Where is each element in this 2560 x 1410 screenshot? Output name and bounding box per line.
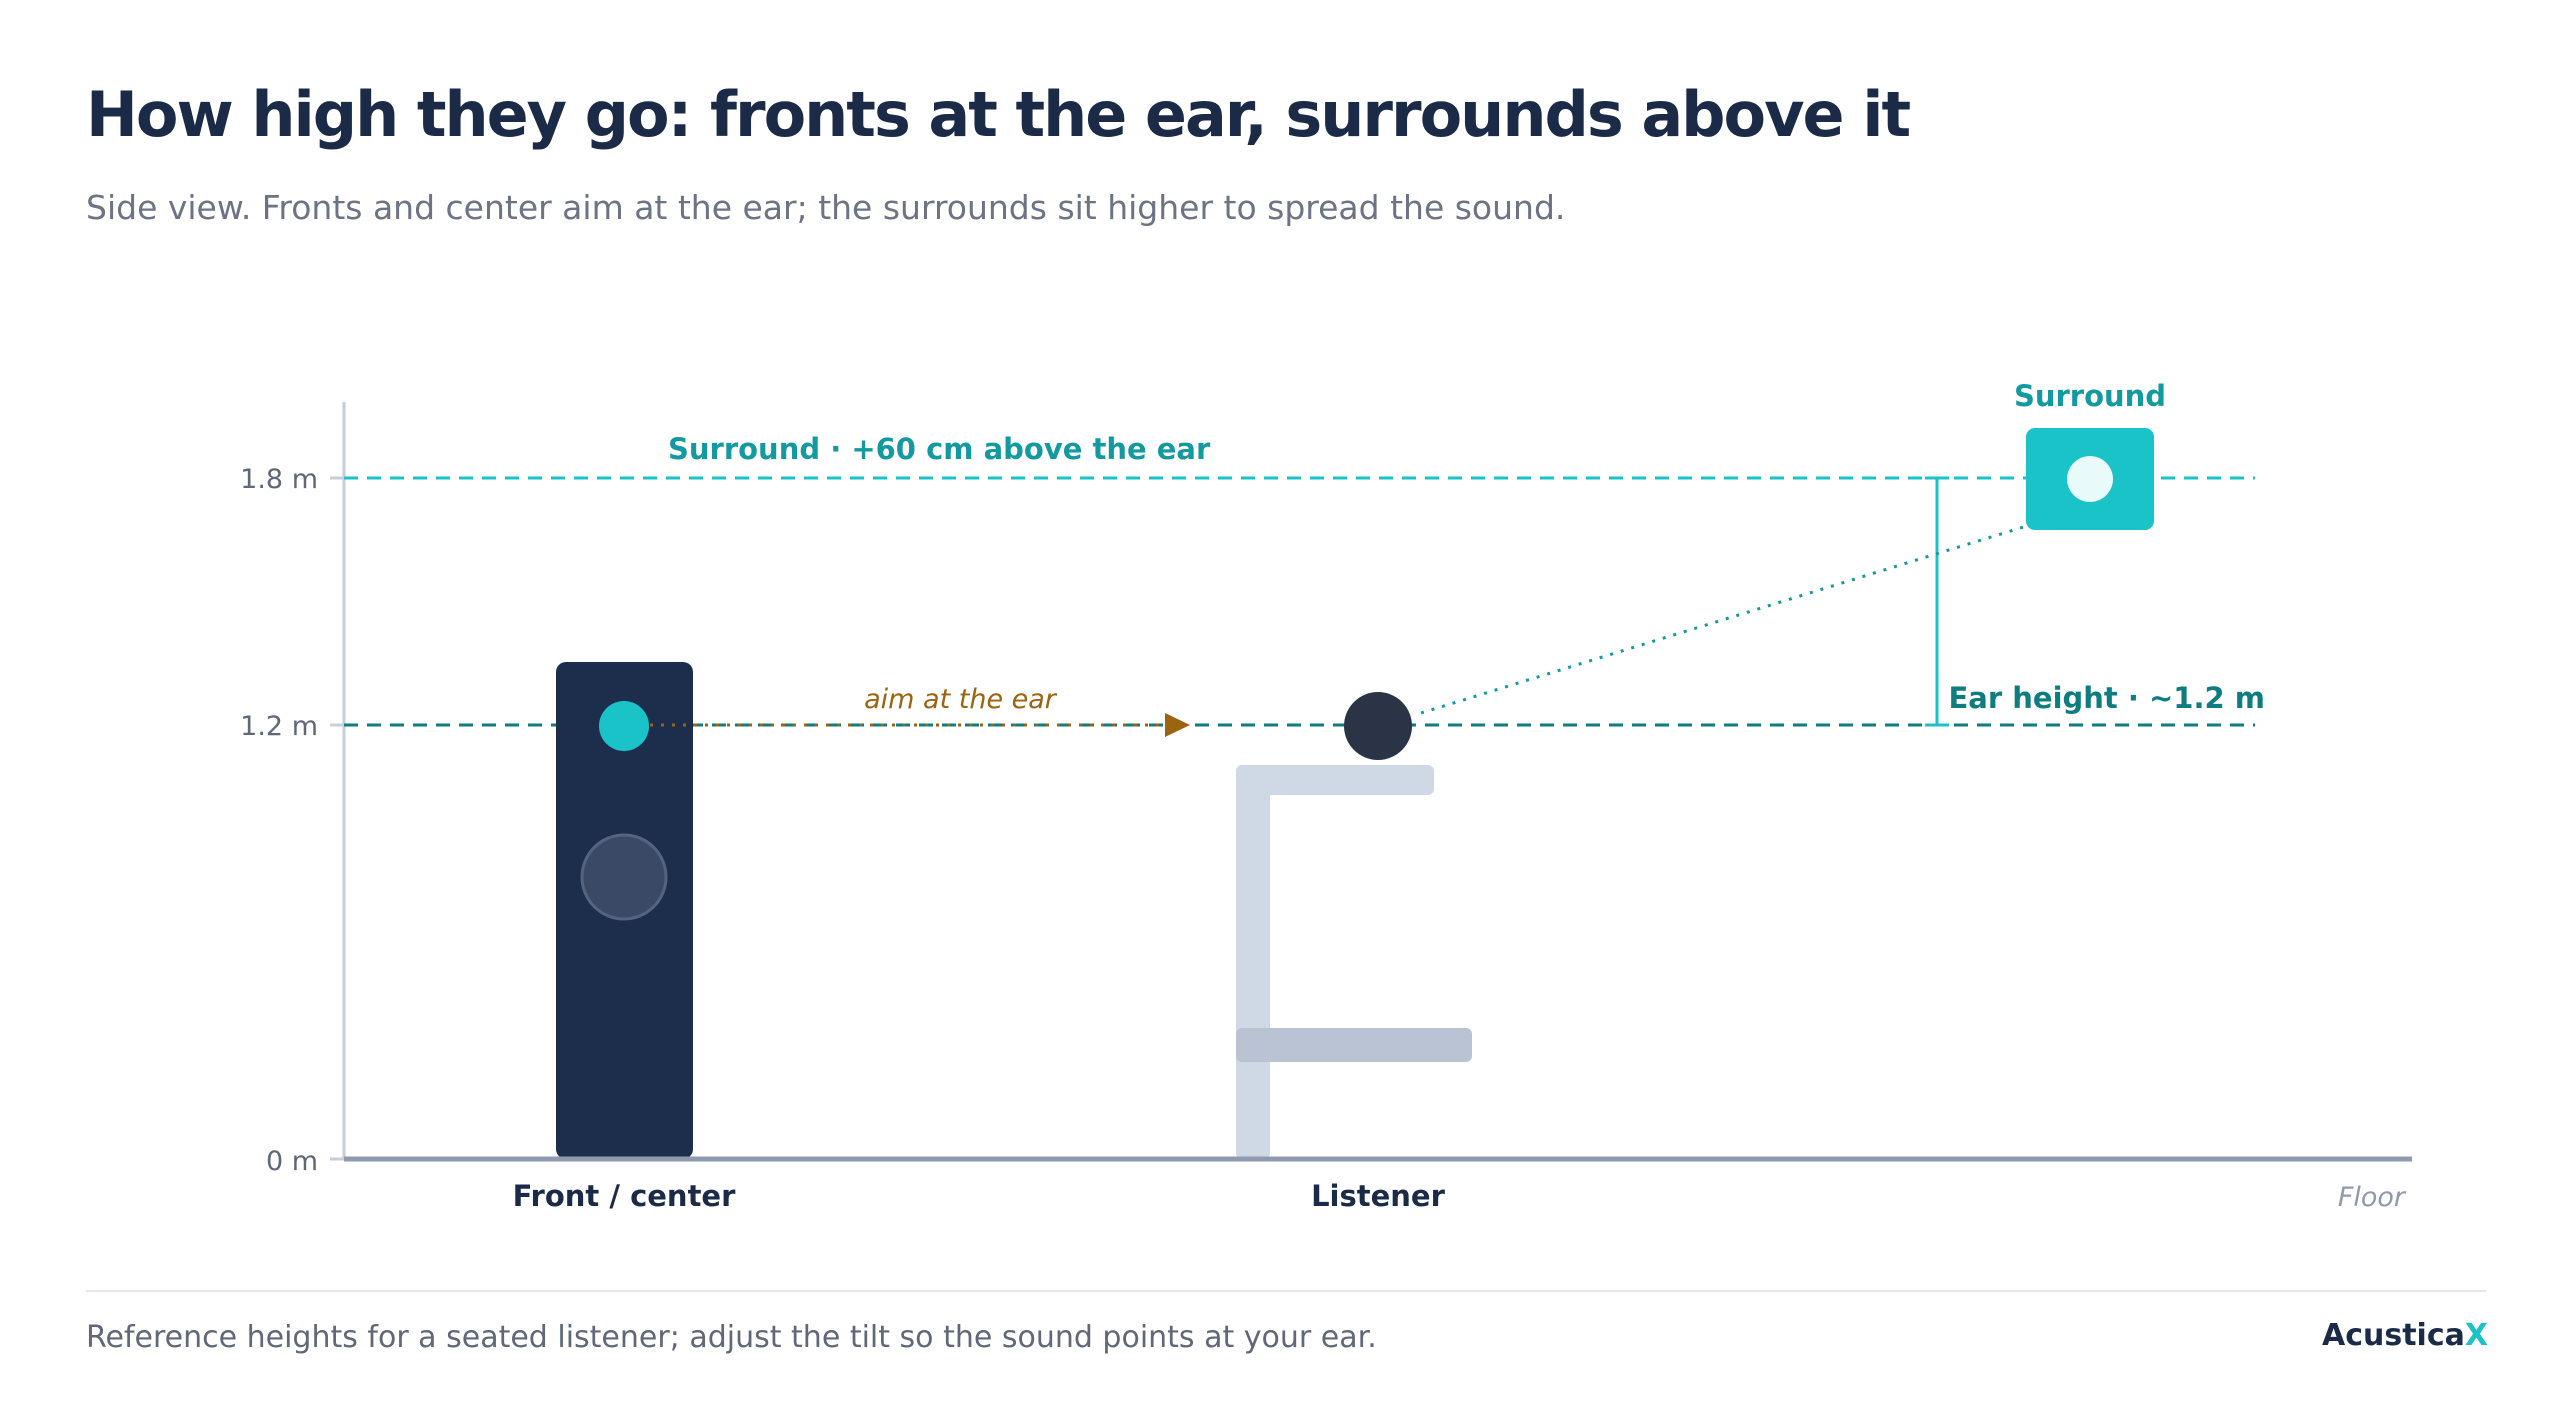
footer-divider (86, 1290, 2486, 1292)
ear-height-label: Ear height · ~1.2 m (1949, 681, 2266, 715)
chair-top-rail (1236, 765, 1434, 795)
brand-name: Acustica (2321, 1318, 2465, 1353)
chair-back (1236, 765, 1270, 1159)
footer-note: Reference heights for a seated listener;… (86, 1320, 1377, 1355)
page-subtitle: Side view. Fronts and center aim at the … (86, 188, 1566, 227)
brand-accent: X (2464, 1318, 2488, 1353)
surround-driver (2067, 456, 2113, 502)
listener-head (1344, 692, 1412, 760)
chair-seat (1236, 1028, 1472, 1062)
front-speaker-label: Front / center (513, 1179, 737, 1213)
brand-logo: AcusticaX (2322, 1318, 2488, 1353)
front-tweeter (599, 701, 649, 751)
aim-arrow-head (1165, 713, 1190, 737)
surround-speaker-label: Surround (2014, 379, 2166, 413)
listener-label: Listener (1311, 1179, 1446, 1213)
tick-label-0: 0 m (266, 1146, 318, 1177)
floor-label: Floor (2338, 1182, 2407, 1213)
surround-height-label: Surround · +60 cm above the ear (668, 432, 1211, 466)
tick-label-1-8: 1.8 m (240, 464, 318, 495)
front-woofer (580, 833, 668, 921)
aim-label: aim at the ear (864, 684, 1058, 715)
page-title: How high they go: fronts at the ear, sur… (86, 78, 1911, 151)
tick-label-1-2: 1.2 m (240, 711, 318, 742)
